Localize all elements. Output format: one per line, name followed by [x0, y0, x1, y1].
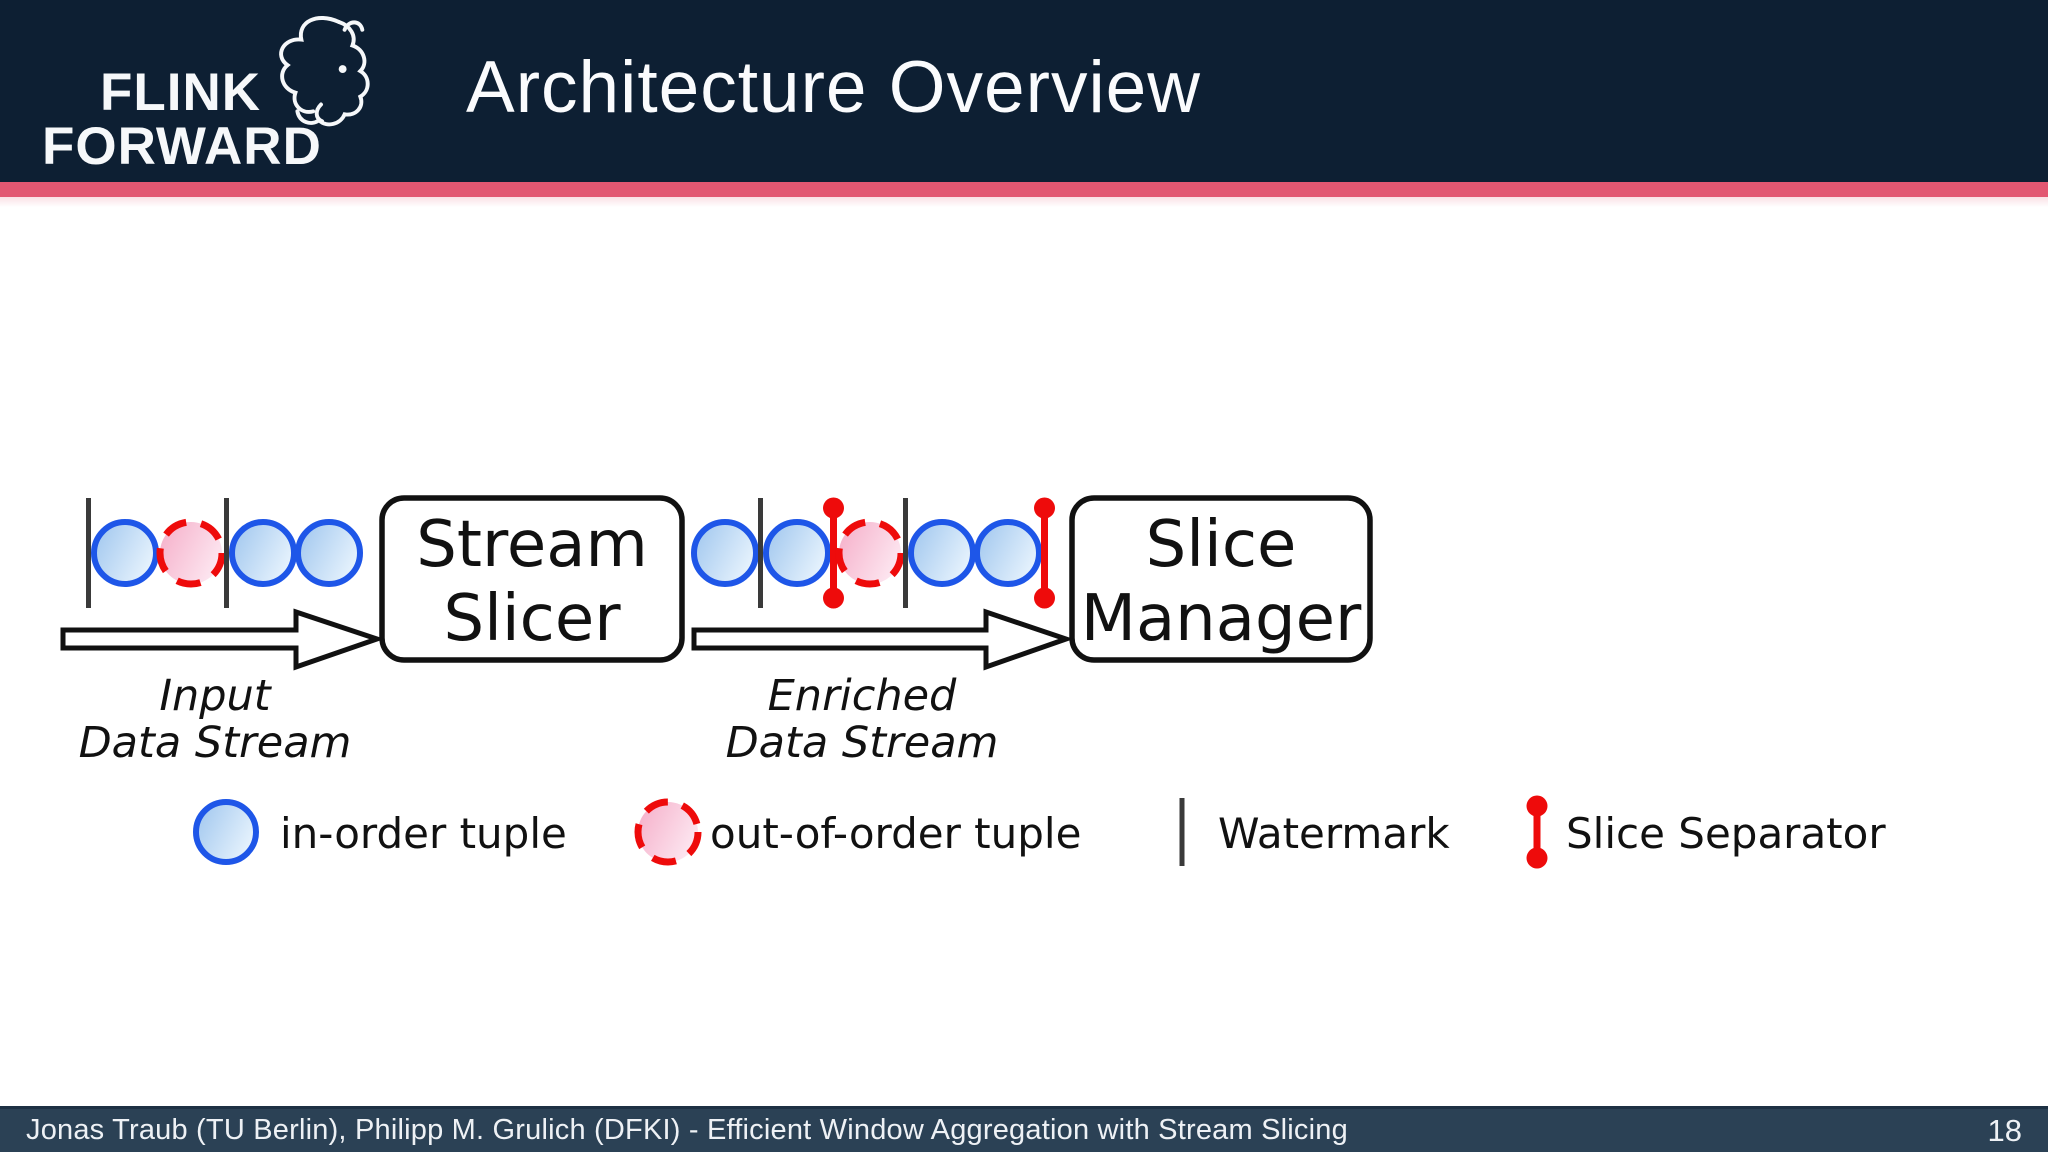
logo-flink-text: FLINK — [100, 63, 262, 122]
slice-manager-label-line2: Manager — [1081, 582, 1362, 656]
accent-stripe — [0, 182, 2048, 197]
enriched-stream-arrow — [691, 608, 1074, 671]
input-data-stream — [86, 498, 363, 608]
slice-manager-label-line1: Slice — [1146, 508, 1297, 582]
input-arrow-label-line2: Data Stream — [79, 718, 352, 768]
enriched-data-stream — [691, 497, 1055, 609]
enriched-arrow-label-line1: Enriched — [768, 671, 957, 721]
in-order-tuple-icon — [193, 799, 259, 865]
slice-separator-icon — [1034, 497, 1055, 609]
stream-slicer-label-line2: Slicer — [443, 582, 621, 656]
out-of-order-tuple-icon — [634, 798, 702, 866]
in-order-tuple-icon — [763, 519, 831, 587]
stream-slicer-label-line1: Stream — [416, 508, 648, 582]
out-of-order-tuple-icon — [835, 518, 905, 588]
in-order-tuple-icon — [974, 519, 1042, 587]
accent-stripe-fade — [0, 197, 2048, 207]
page-number: 18 — [1987, 1112, 2022, 1148]
slice-separator-top-dot — [823, 497, 844, 519]
in-order-tuple-icon — [229, 519, 297, 587]
out-of-order-tuple-icon — [156, 518, 226, 588]
footer-credits: Jonas Traub (TU Berlin), Philipp M. Grul… — [26, 1114, 1348, 1146]
legend: in-order tuple out-of-order tuple Waterm… — [193, 795, 1886, 869]
legend-label-out-of-order: out-of-order tuple — [710, 809, 1081, 858]
legend-label-slice-separator: Slice Separator — [1566, 809, 1886, 858]
in-order-tuple-icon — [691, 519, 759, 587]
slice-separator-bottom-dot — [823, 587, 844, 609]
in-order-tuple-icon — [91, 519, 159, 587]
slice-separator-top-dot — [1034, 497, 1055, 519]
in-order-tuple-icon — [295, 519, 363, 587]
page-title: Architecture Overview — [466, 47, 1201, 128]
legend-label-watermark: Watermark — [1218, 809, 1450, 858]
flink-squirrel-icon — [279, 16, 370, 127]
header-bar: FLINK FORWARD Architecture Overview — [0, 0, 2048, 182]
in-order-tuple-icon — [908, 519, 976, 587]
enriched-arrow-label-line2: Data Stream — [726, 718, 999, 768]
logo-forward-text: FORWARD — [42, 117, 322, 176]
legend-label-in-order: in-order tuple — [280, 809, 567, 858]
slice-manager-box: Slice Manager — [1069, 495, 1373, 663]
slice-separator-bottom-dot — [1034, 587, 1055, 609]
slice-separator-icon — [823, 497, 844, 609]
input-stream-arrow — [60, 608, 385, 671]
stream-slicer-box: Stream Slicer — [379, 495, 685, 663]
input-arrow-label-line1: Input — [159, 671, 272, 721]
slice-separator-icon — [1526, 795, 1548, 869]
footer-bar: Jonas Traub (TU Berlin), Philipp M. Grul… — [0, 1106, 2048, 1152]
